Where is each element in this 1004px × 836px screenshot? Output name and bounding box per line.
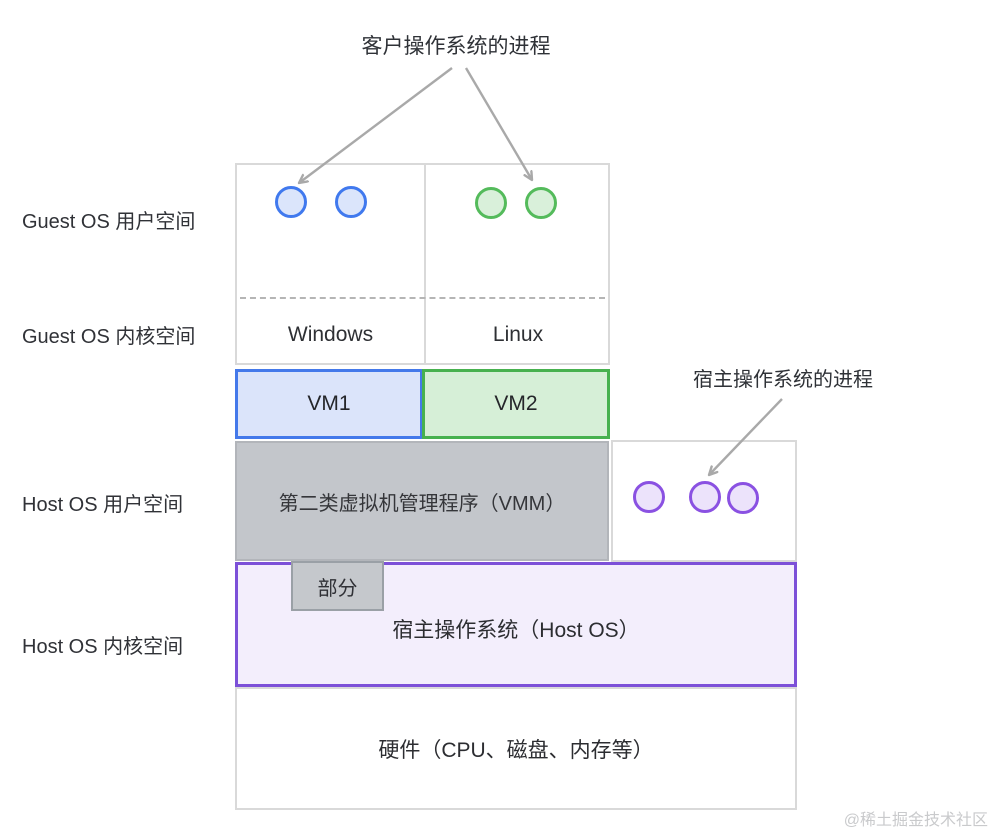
- linux-process-circle: [525, 187, 557, 219]
- windows-process-circle: [275, 186, 307, 218]
- vm1-label: VM1: [307, 392, 351, 415]
- vm1-box: VM1: [235, 369, 423, 439]
- guest-column-divider: [424, 165, 426, 363]
- guest-processes-annotation: 客户操作系统的进程: [361, 35, 551, 58]
- row-label-guest-kernel-space: Guest OS 内核空间: [22, 326, 196, 348]
- host-os-label: 宿主操作系统（Host OS）: [392, 619, 640, 642]
- host-process-circle: [727, 482, 759, 514]
- vmm-partial-in-kernel-box: 部分: [291, 561, 384, 611]
- guest-os-linux-label: Linux: [492, 323, 544, 346]
- vm2-label: VM2: [494, 392, 538, 415]
- hardware-label: 硬件（CPU、磁盘、内存等）: [378, 738, 654, 762]
- row-label-guest-user-space: Guest OS 用户空间: [22, 211, 196, 233]
- guest-os-windows-label: Windows: [287, 323, 374, 346]
- row-label-host-user-space: Host OS 用户空间: [22, 494, 184, 516]
- vmm-box: 第二类虚拟机管理程序（VMM）: [235, 441, 609, 561]
- hardware-box: 硬件（CPU、磁盘、内存等）: [235, 687, 797, 810]
- host-process-circle: [633, 481, 665, 513]
- linux-process-circle: [475, 187, 507, 219]
- row-label-host-kernel-space: Host OS 内核空间: [22, 636, 184, 658]
- vm2-box: VM2: [422, 369, 610, 439]
- watermark: @稀土掘金技术社区: [843, 812, 988, 829]
- vmm-label: 第二类虚拟机管理程序（VMM）: [278, 492, 566, 515]
- user-kernel-dashed-separator: [240, 297, 605, 299]
- partial-label: 部分: [317, 577, 358, 600]
- host-process-circle: [689, 481, 721, 513]
- windows-process-circle: [335, 186, 367, 218]
- host-processes-annotation: 宿主操作系统的进程: [693, 369, 873, 391]
